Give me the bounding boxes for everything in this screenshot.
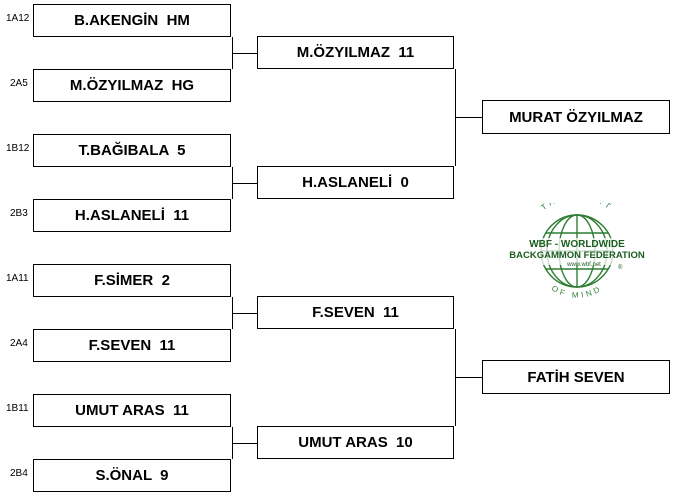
round1-match-box: S.ÖNAL 9 — [33, 459, 231, 492]
player-name: B.AKENGİN HM — [74, 12, 190, 29]
wbf-logo: THE SPORT OF MIND WBF - WORLDWIDE BACKGA… — [509, 203, 645, 299]
round2-match-box: M.ÖZYILMAZ 11 — [257, 36, 454, 69]
seed-label: 1A11 — [6, 273, 29, 284]
player-name: F.SEVEN 11 — [88, 337, 176, 354]
player-name: H.ASLANELİ 0 — [302, 174, 409, 191]
player-name: M.ÖZYILMAZ 11 — [296, 44, 415, 61]
bracket-connector — [232, 53, 257, 54]
bracket-connector — [455, 117, 482, 118]
winner-name: FATİH SEVEN — [527, 368, 625, 386]
svg-text:www.wbf.net: www.wbf.net — [566, 262, 601, 268]
svg-text:BACKGAMMON FEDERATION: BACKGAMMON FEDERATION — [509, 250, 645, 261]
seed-label: 2B3 — [10, 208, 28, 219]
seed-label: 1B11 — [6, 403, 29, 414]
seed-label: 2A4 — [10, 338, 28, 349]
seed-label: 2B4 — [10, 468, 28, 479]
round1-match-box: B.AKENGİN HM — [33, 4, 231, 37]
winner-box: FATİH SEVEN — [482, 360, 670, 394]
seed-label: 1A12 — [6, 13, 30, 24]
bracket-connector — [232, 443, 257, 444]
round1-match-box: UMUT ARAS 11 — [33, 394, 231, 427]
bracket-connector — [455, 377, 482, 378]
player-name: M.ÖZYILMAZ HG — [69, 77, 195, 94]
seed-label: 2A5 — [10, 78, 28, 89]
round2-match-box: UMUT ARAS 10 — [257, 426, 454, 459]
player-name: T.BAĞIBALA 5 — [78, 142, 186, 159]
player-name: F.SEVEN 11 — [312, 304, 399, 321]
round2-match-box: F.SEVEN 11 — [257, 296, 454, 329]
player-name: F.SİMER 2 — [94, 272, 170, 289]
round1-match-box: F.SEVEN 11 — [33, 329, 231, 362]
svg-text:THE SPORT: THE SPORT — [539, 203, 614, 212]
round1-match-box: T.BAĞIBALA 5 — [33, 134, 231, 167]
round1-match-box: F.SİMER 2 — [33, 264, 231, 297]
round1-match-box: M.ÖZYILMAZ HG — [33, 69, 231, 102]
seed-label: 1B12 — [6, 143, 30, 154]
player-name: UMUT ARAS 10 — [298, 434, 413, 451]
player-name: S.ÖNAL 9 — [95, 467, 169, 484]
winner-box: MURAT ÖZYILMAZ — [482, 100, 670, 134]
player-name: H.ASLANELİ 11 — [74, 207, 190, 224]
svg-text:®: ® — [618, 264, 623, 271]
winner-name: MURAT ÖZYILMAZ — [509, 108, 643, 126]
bracket-connector — [232, 183, 257, 184]
round1-match-box: H.ASLANELİ 11 — [33, 199, 231, 232]
svg-text:WBF - WORLDWIDE: WBF - WORLDWIDE — [529, 239, 625, 250]
player-name: UMUT ARAS 11 — [75, 402, 189, 419]
bracket-connector — [232, 313, 257, 314]
round2-match-box: H.ASLANELİ 0 — [257, 166, 454, 199]
